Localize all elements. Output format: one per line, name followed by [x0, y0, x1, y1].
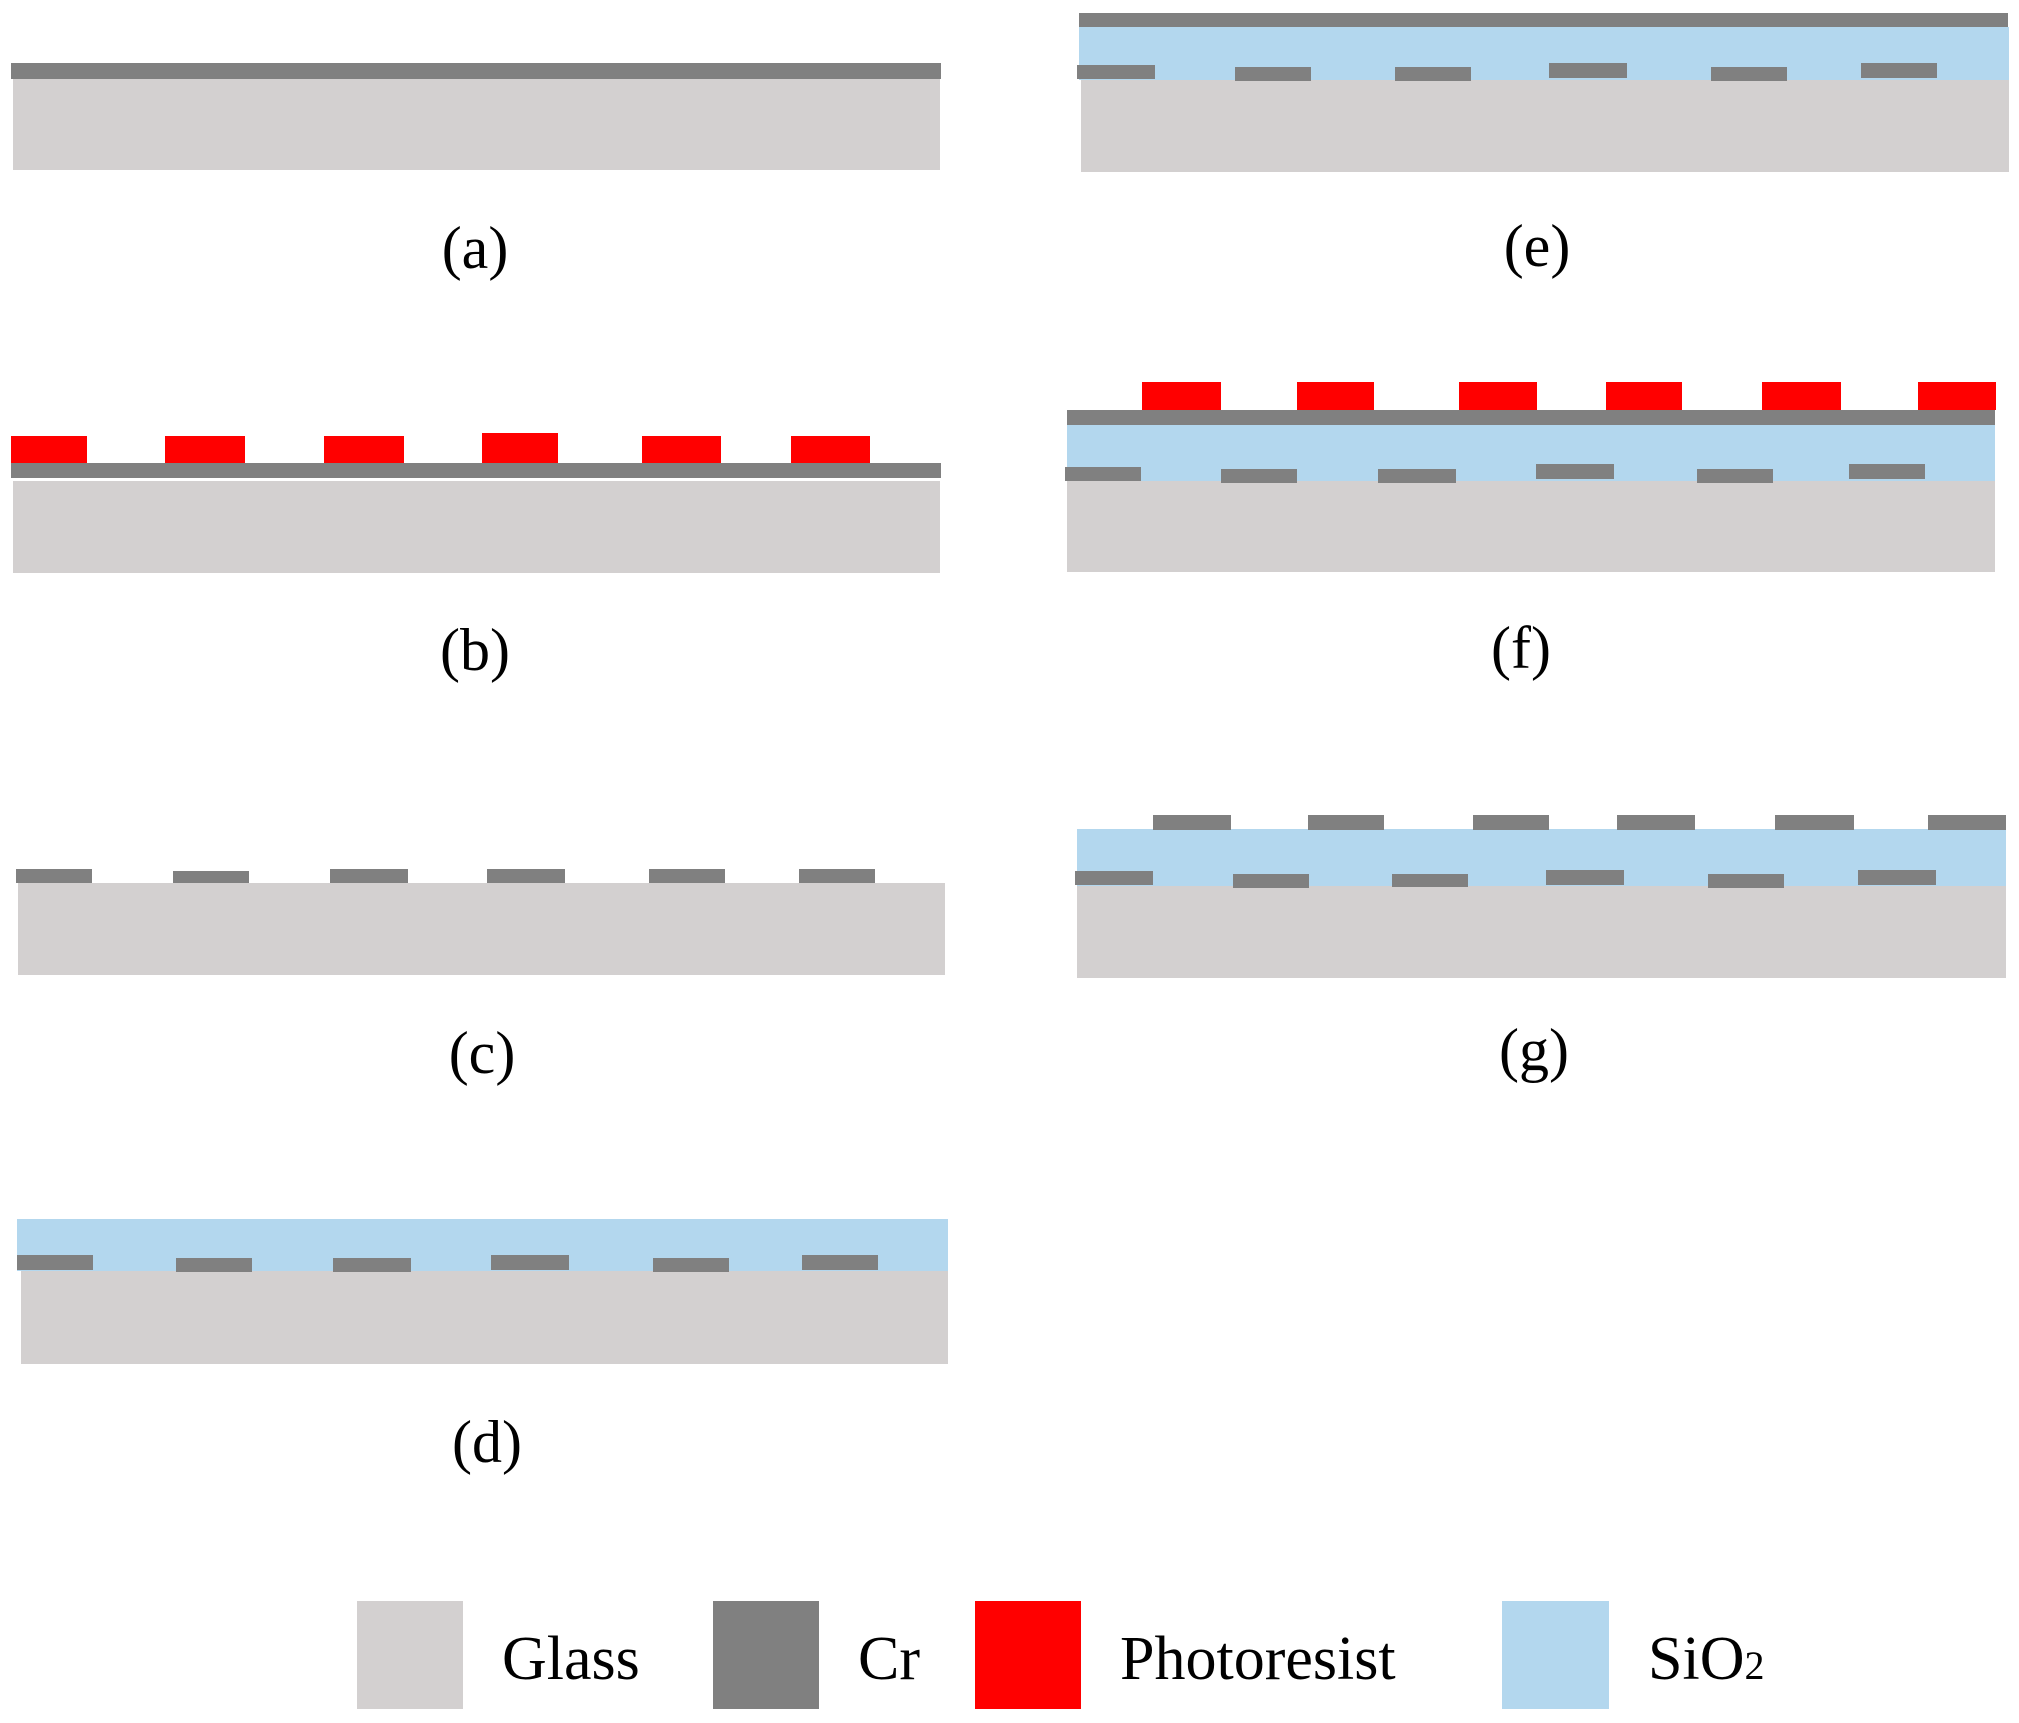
cr-pattern [1392, 874, 1468, 887]
cr-film [11, 63, 941, 79]
photoresist-block [324, 436, 404, 463]
cr-film [11, 463, 941, 478]
legend-item-photoresist: Photoresist [975, 1601, 1396, 1709]
step-d-label: (d) [452, 1409, 522, 1475]
photoresist-block [1918, 382, 1996, 410]
legend-swatch-photoresist [975, 1601, 1081, 1709]
legend-swatch-cr [713, 1601, 819, 1709]
glass-substrate [21, 1271, 948, 1364]
photoresist-block [791, 436, 870, 463]
cr-top-pattern [1153, 815, 1231, 830]
cr-pattern [1395, 67, 1471, 81]
cr-pattern [16, 869, 92, 883]
cr-pattern [1235, 67, 1311, 81]
step-c: (c) [16, 869, 945, 1086]
cr-pattern [653, 1258, 729, 1272]
legend-label-sio2-subscript: 2 [1744, 1643, 1764, 1688]
cr-pattern [802, 1255, 878, 1270]
photoresist-block [1142, 382, 1221, 410]
step-e-label: (e) [1504, 213, 1571, 279]
cr-pattern [1233, 874, 1309, 888]
photoresist-block [482, 433, 558, 463]
cr-pattern [649, 869, 725, 883]
cr-pattern [1546, 870, 1624, 885]
cr-pattern [1849, 464, 1925, 479]
photoresist-block [1606, 382, 1682, 410]
glass-substrate [1081, 80, 2009, 172]
legend-label-glass: Glass [502, 1625, 640, 1693]
photoresist-block [1459, 382, 1537, 410]
cr-pattern [1221, 469, 1297, 483]
sio2-layer [17, 1219, 948, 1271]
step-c-label: (c) [449, 1020, 516, 1086]
cr-pattern [1536, 464, 1614, 479]
legend: Glass Cr Photoresist SiO2 [357, 1601, 1764, 1709]
photoresist-block [165, 436, 245, 463]
step-g-label: (g) [1499, 1017, 1569, 1083]
step-g: (g) [1075, 815, 2006, 1083]
cr-pattern [799, 869, 875, 883]
step-f-label: (f) [1491, 615, 1551, 681]
cr-pattern [487, 869, 565, 883]
cr-pattern [1708, 874, 1784, 888]
cr-pattern [1711, 67, 1787, 81]
cr-pattern [491, 1255, 569, 1270]
glass-substrate [13, 481, 940, 573]
step-a: (a) [11, 63, 941, 281]
sio2-layer [1077, 829, 2006, 886]
legend-label-photoresist: Photoresist [1120, 1625, 1396, 1693]
cr-pattern [1549, 63, 1627, 78]
glass-substrate [1067, 481, 1995, 572]
cr-top-pattern [1473, 815, 1549, 830]
cr-top-pattern [1308, 815, 1384, 830]
cr-top-pattern [1775, 815, 1854, 830]
legend-item-cr: Cr [713, 1601, 920, 1709]
step-a-label: (a) [442, 215, 509, 281]
photoresist-block [1297, 382, 1374, 410]
cr-pattern [1378, 469, 1456, 483]
glass-substrate [1077, 886, 2006, 978]
photoresist-block [11, 436, 87, 463]
sio2-layer [1079, 27, 2009, 80]
legend-swatch-sio2 [1502, 1601, 1609, 1709]
cr-film [1067, 410, 1995, 425]
step-f: (f) [1065, 382, 1996, 681]
cr-pattern [17, 1255, 93, 1270]
cr-pattern [1858, 870, 1936, 885]
cr-pattern [173, 871, 249, 883]
step-e: (e) [1077, 13, 2009, 279]
legend-label-sio2-main: SiO [1648, 1625, 1744, 1693]
cr-pattern [176, 1258, 252, 1272]
step-d: (d) [17, 1219, 948, 1475]
cr-pattern [333, 1258, 411, 1272]
cr-pattern [1861, 63, 1937, 78]
glass-substrate [18, 883, 945, 975]
cr-top-pattern [1617, 815, 1695, 830]
photoresist-block [1762, 382, 1841, 410]
glass-substrate [13, 79, 940, 170]
cr-pattern [330, 869, 408, 883]
legend-item-glass: Glass [357, 1601, 640, 1709]
legend-label-sio2: SiO2 [1648, 1625, 1764, 1693]
photoresist-block [642, 436, 721, 463]
cr-top-pattern [1928, 815, 2006, 830]
cr-pattern [1077, 65, 1155, 79]
cr-pattern [1065, 467, 1141, 481]
legend-swatch-glass [357, 1601, 463, 1709]
cr-film [1079, 13, 2008, 27]
cr-pattern [1697, 469, 1773, 483]
legend-label-cr: Cr [858, 1625, 920, 1693]
step-b: (b) [11, 433, 941, 683]
legend-item-sio2: SiO2 [1502, 1601, 1764, 1709]
step-b-label: (b) [440, 617, 510, 683]
cr-pattern [1075, 871, 1153, 885]
